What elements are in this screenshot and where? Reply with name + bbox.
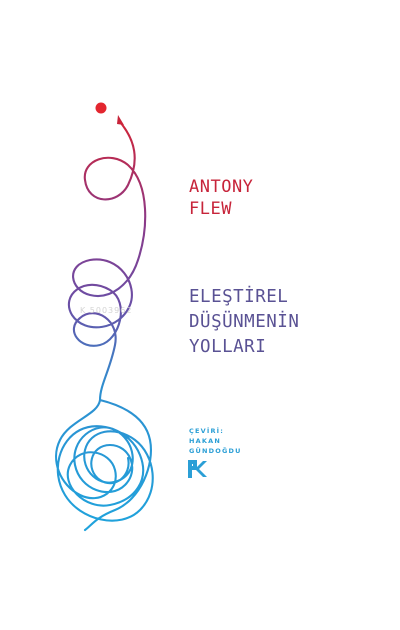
arrowhead-icon <box>117 115 124 125</box>
author-first-name: ANTONY <box>189 177 254 197</box>
red-dot-icon <box>95 102 107 114</box>
book-title: ELEŞTİREL DÜŞÜNMENİN YOLLARI <box>189 285 299 360</box>
title-line-2: DÜŞÜNMENİN <box>189 312 300 332</box>
publisher-logo-icon <box>188 460 207 478</box>
translator-label: ÇEVİRİ: <box>189 427 225 435</box>
author-name: ANTONY FLEW <box>189 176 253 220</box>
title-line-1: ELEŞTİREL <box>189 287 289 307</box>
title-line-3: YOLLARI <box>189 337 267 357</box>
author-last-name: FLEW <box>189 199 232 219</box>
translator-last-name: GÜNDOĞDU <box>189 447 242 455</box>
watermark: K 5003962 <box>80 306 133 315</box>
translator-credit: ÇEVİRİ: HAKAN GÜNDOĞDU <box>189 426 242 456</box>
translator-first-name: HAKAN <box>189 437 221 445</box>
